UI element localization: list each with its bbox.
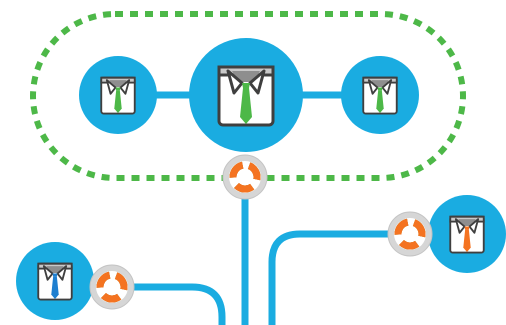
member-right-outside-node[interactable] [428,195,506,273]
member-right-node[interactable] [341,56,419,134]
member-left-node[interactable] [79,56,157,134]
left-hub-ring[interactable] [90,265,134,309]
member-lead-node[interactable] [189,38,303,152]
group-hub-ring[interactable] [223,155,267,199]
exchange-ring-icon [90,265,134,309]
shirt-tie-icon [362,76,398,115]
shirt-tie-icon [449,215,485,254]
right-hub-ring[interactable] [388,212,432,256]
shirt-tie-icon [100,76,136,115]
shirt-tie-icon [37,262,73,301]
shirt-tie-icon [217,65,275,127]
team-group-border [30,11,466,181]
exchange-ring-icon [388,212,432,256]
member-bottom-left-node[interactable] [16,242,94,320]
exchange-ring-icon [223,155,267,199]
